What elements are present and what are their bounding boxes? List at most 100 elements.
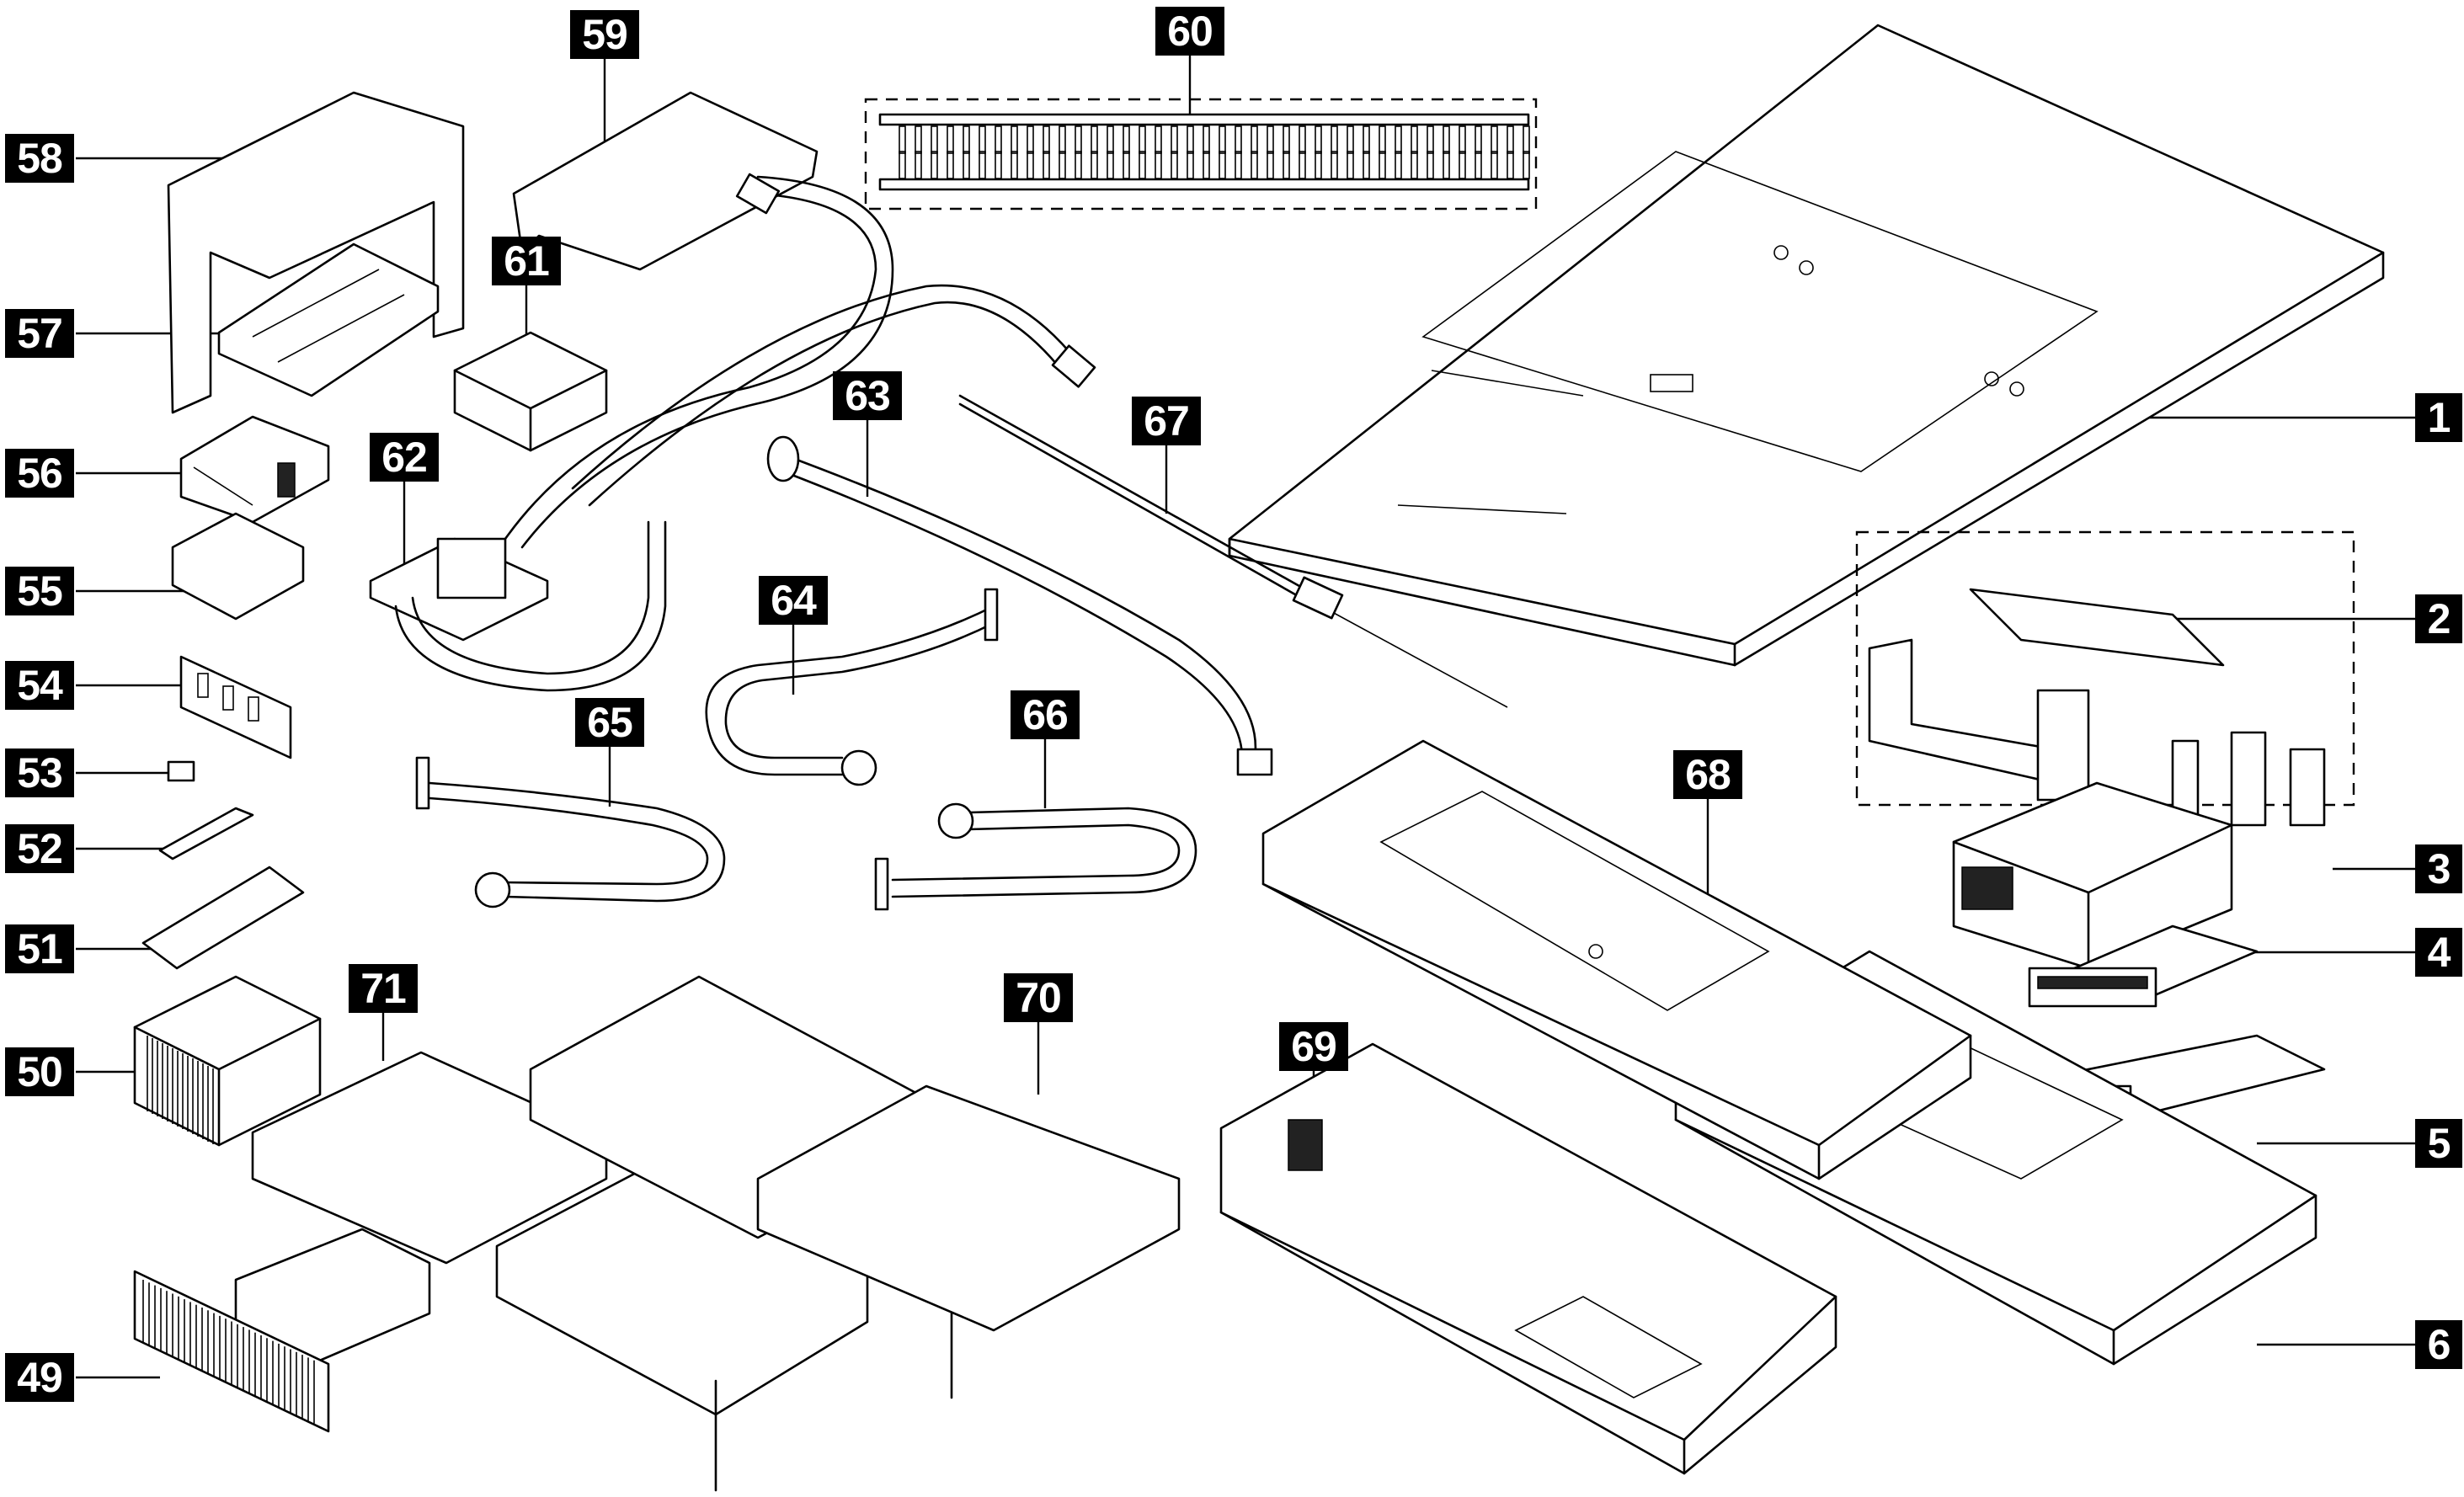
- callout-4: 4: [2415, 928, 2462, 977]
- callout-6: 6: [2415, 1320, 2462, 1369]
- rail-clip: [1427, 151, 1434, 179]
- rail-clip: [1155, 151, 1162, 179]
- rail-clip: [1203, 151, 1210, 179]
- rail-clip: [1091, 151, 1098, 179]
- air-baffle-70: [529, 975, 1181, 1399]
- rail-clip: [1379, 125, 1386, 154]
- cable-66: [874, 802, 1197, 911]
- rail-clip: [1251, 151, 1258, 179]
- rail-clip: [1395, 125, 1402, 154]
- callout-2: 2: [2415, 594, 2462, 643]
- callout-60: 60: [1155, 7, 1224, 56]
- rail-clip: [1139, 125, 1146, 154]
- rail-clip: [1299, 125, 1306, 154]
- rail-clip: [1011, 151, 1018, 179]
- rail-clip: [931, 125, 938, 154]
- extended-heat-sink: [133, 1228, 431, 1433]
- filler: [171, 512, 305, 621]
- rail-clip: [1203, 125, 1210, 154]
- callout-55: 55: [5, 567, 74, 615]
- rear-bracket-kit: [1855, 530, 2355, 827]
- rail-clip: [1107, 151, 1114, 179]
- rail-clip: [1139, 151, 1146, 179]
- rail-clip: [1363, 151, 1370, 179]
- heat-sink: [133, 975, 322, 1147]
- rail-clip: [995, 125, 1002, 154]
- rail-clip: [899, 125, 906, 154]
- rail-clip: [1395, 151, 1402, 179]
- rail-clip: [1267, 125, 1274, 154]
- rail-clip: [1347, 125, 1354, 154]
- rail-clip: [1443, 151, 1450, 179]
- callout-66: 66: [1011, 690, 1080, 739]
- rail-clip: [1283, 151, 1290, 179]
- callout-65: 65: [575, 698, 644, 747]
- callout-3: 3: [2415, 844, 2462, 893]
- cable-65: [415, 756, 726, 908]
- callout-56: 56: [5, 449, 74, 498]
- drive-filler: [2028, 924, 2259, 1008]
- callout-5: 5: [2415, 1119, 2462, 1168]
- m2-drive: [158, 807, 254, 860]
- callout-61: 61: [492, 237, 561, 285]
- rail-clip: [1331, 151, 1338, 179]
- rail-clip: [1011, 125, 1018, 154]
- rail-clip: [1267, 151, 1274, 179]
- rail-clip: [1315, 125, 1322, 154]
- cage-assembly-69: [1219, 1042, 1837, 1475]
- rail-clip: [979, 151, 986, 179]
- power-supply-unit: [1952, 781, 2233, 970]
- rail-clip: [1491, 125, 1498, 154]
- rail-clip: [1283, 125, 1290, 154]
- bracket: [179, 655, 292, 759]
- rail-clip: [1027, 125, 1034, 154]
- callout-1: 1: [2415, 393, 2462, 442]
- rail-clip: [1363, 125, 1370, 154]
- callout-49: 49: [5, 1353, 74, 1402]
- rail-clip: [1299, 151, 1306, 179]
- rail-clip: [915, 125, 922, 154]
- rail-clip: [1379, 151, 1386, 179]
- rail-clip: [995, 151, 1002, 179]
- cable-module: [179, 415, 330, 524]
- callout-50: 50: [5, 1047, 74, 1096]
- rail-clip: [1219, 151, 1226, 179]
- hose: [766, 435, 1273, 776]
- rail-clip: [1155, 125, 1162, 154]
- rail-clip: [1123, 151, 1130, 179]
- cage-assembly-68: [1261, 739, 1972, 1180]
- rail-clip: [1459, 125, 1466, 154]
- rail-clip: [1507, 151, 1514, 179]
- rail-clip: [1107, 125, 1114, 154]
- rail-clip: [1507, 125, 1514, 154]
- riser-cage: [167, 91, 465, 414]
- rail-clip: [1427, 125, 1434, 154]
- rail-clip: [1411, 125, 1418, 154]
- rail-clip: [1523, 125, 1530, 154]
- rail-clip: [1443, 125, 1450, 154]
- rail-clip: [899, 151, 906, 179]
- callout-63: 63: [833, 371, 902, 420]
- rail-clip: [1219, 125, 1226, 154]
- rail-clip: [1523, 151, 1530, 179]
- rail-clip: [1075, 125, 1082, 154]
- callout-53: 53: [5, 748, 74, 797]
- rail-clip: [1123, 125, 1130, 154]
- rail-clip: [1027, 151, 1034, 179]
- rail-clip: [915, 151, 922, 179]
- rail-clip: [1171, 151, 1178, 179]
- m2-retainer-clip: [167, 760, 195, 782]
- cold-plate-assembly: [369, 173, 1096, 692]
- cable-64: [705, 588, 999, 786]
- callout-54: 54: [5, 661, 74, 710]
- leader-lines: [76, 56, 2415, 1379]
- rail-clip: [1043, 125, 1050, 154]
- rail-clip: [963, 125, 970, 154]
- rail-clip-kit: [864, 98, 1538, 210]
- rail-clip: [1411, 151, 1418, 179]
- rail-clip: [1187, 125, 1194, 154]
- rail-clip: [1251, 125, 1258, 154]
- rail-clip: [1059, 151, 1066, 179]
- rail-clip: [963, 151, 970, 179]
